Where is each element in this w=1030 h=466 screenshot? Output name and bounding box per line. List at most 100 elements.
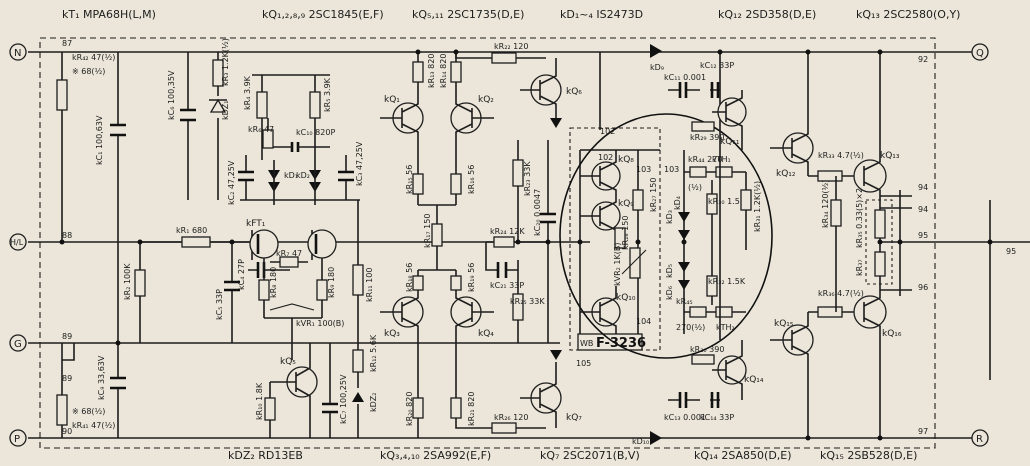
label-kq8: kQ₈ (618, 155, 634, 165)
zener-kdz2[interactable] (352, 392, 364, 402)
resistor-kr14[interactable] (450, 61, 462, 83)
resistor-kr34[interactable] (830, 199, 842, 227)
capacitor-kc13[interactable] (678, 392, 688, 408)
diode-kd4[interactable] (678, 230, 690, 240)
node-89b: 89 (62, 374, 72, 383)
resistor-kr7[interactable] (279, 256, 299, 268)
capacitor-kc5[interactable] (224, 280, 240, 292)
capacitor-kc3[interactable] (338, 170, 354, 182)
capacitor-kc20[interactable] (540, 212, 556, 224)
capacitor-kc11[interactable] (678, 82, 688, 98)
diode-kd10[interactable] (650, 431, 662, 445)
resistor-kr12[interactable] (352, 349, 364, 373)
resistor-kr42[interactable] (56, 79, 68, 111)
resistor-kr27[interactable] (632, 189, 644, 211)
capacitor-kc21[interactable] (496, 262, 508, 278)
resistor-kr5[interactable] (309, 91, 321, 119)
pot-kvr2[interactable] (629, 247, 641, 279)
resistor-kr23[interactable] (512, 159, 524, 187)
resistor-kr15[interactable] (412, 173, 424, 195)
resistor-kr13[interactable] (412, 61, 424, 83)
resistor-kr2[interactable] (134, 269, 146, 297)
capacitor-kc2[interactable] (238, 170, 254, 182)
resistor-kr16[interactable] (450, 173, 462, 195)
capacitor-kc12[interactable] (710, 82, 720, 98)
resistor-kr18[interactable] (412, 275, 424, 291)
capacitor-kc1[interactable] (110, 123, 126, 137)
capacitor-kc7[interactable] (322, 402, 338, 414)
resistor-kr36[interactable] (817, 306, 843, 318)
resistor-kr8[interactable] (258, 279, 270, 301)
label-kr45b: 270(½) (676, 323, 705, 332)
resistor-kr41[interactable] (56, 394, 68, 426)
diode-kd7[interactable] (550, 118, 562, 128)
resistor-kr45[interactable] (689, 306, 707, 318)
resistor-kr1[interactable] (181, 236, 211, 248)
resistor-kr3[interactable] (212, 59, 224, 87)
diode-kd3[interactable] (678, 212, 690, 222)
resistor-kr19[interactable] (450, 275, 462, 291)
jfet-kft1-b[interactable] (307, 229, 337, 259)
capacitor-kc14[interactable] (710, 392, 720, 408)
label-kq15: kQ₁₅ (774, 319, 794, 329)
diode-kd9[interactable] (650, 44, 662, 58)
resistor-kr17[interactable] (431, 223, 443, 247)
label-kc3: kC₃ 47,25V (355, 141, 364, 186)
terminal-r[interactable] (971, 429, 989, 447)
resistor-kr29[interactable] (691, 121, 715, 132)
resistor-kr28[interactable] (614, 227, 626, 249)
resistor-kr10[interactable] (264, 397, 276, 421)
label-kr28: kR₂₈ 150 (621, 216, 630, 250)
resistor-kr25[interactable] (512, 293, 524, 321)
transistor-kq13[interactable] (853, 159, 887, 193)
capacitor-kc4[interactable] (256, 262, 266, 278)
diode-kd6[interactable] (678, 280, 690, 290)
resistor-kr11[interactable] (352, 264, 364, 296)
terminal-hl[interactable] (9, 233, 27, 251)
resistor-kr20[interactable] (412, 397, 424, 419)
wire-kr20-kr21 (417, 390, 546, 438)
transistor-kq16[interactable] (853, 295, 887, 329)
resistor-kr35[interactable] (874, 209, 886, 239)
node-89: 89 (62, 332, 72, 341)
capacitor-kc10[interactable] (290, 142, 300, 152)
terminal-g[interactable] (9, 334, 27, 352)
resistor-kr37[interactable] (874, 251, 886, 277)
resistor-kr22[interactable] (491, 52, 517, 64)
resistor-kr26[interactable] (491, 422, 517, 434)
pot-kvr1-wiper[interactable] (269, 303, 315, 311)
resistor-kr30-low[interactable] (691, 354, 715, 365)
resistor-kr21[interactable] (450, 397, 462, 419)
terminal-n[interactable] (9, 43, 27, 61)
capacitor-kc9[interactable] (110, 376, 126, 390)
diode-kd5[interactable] (678, 262, 690, 272)
resistor-kr4[interactable] (256, 91, 268, 119)
resistor-kr31[interactable] (740, 189, 752, 211)
label-kr27: kR₂₇ 150 (649, 178, 658, 212)
resistor-kr9[interactable] (316, 279, 328, 301)
resistor-kr44[interactable] (689, 166, 707, 178)
capacitor-kc6[interactable] (180, 108, 196, 122)
wire-kr18-kr19 (417, 269, 457, 276)
zener-kdz1[interactable] (209, 98, 227, 113)
node-95a: 95 (918, 231, 928, 240)
resistor-kr30[interactable] (706, 193, 718, 215)
diode-kd8[interactable] (550, 350, 562, 360)
label-kr23: kR₂₃ 33K (523, 161, 532, 196)
label-kr31: kR₃₁ 1.2K(½) (753, 181, 762, 232)
kq5-leads (270, 343, 311, 438)
resistor-kr6[interactable] (262, 129, 274, 149)
terminal-q[interactable] (971, 43, 989, 61)
kq9-leads (580, 200, 617, 242)
resistor-kr33[interactable] (817, 170, 843, 182)
thermistor-kth1[interactable] (715, 166, 733, 178)
node-97: 97 (918, 427, 928, 436)
jfet-kft1-a[interactable] (249, 229, 279, 259)
wire-diode-bus (240, 160, 360, 205)
resistor-kr32[interactable] (706, 275, 718, 297)
resistor-kr24[interactable] (493, 236, 515, 248)
thermistor-kth2[interactable] (715, 306, 733, 318)
terminal-p[interactable] (9, 429, 27, 447)
label-kd3: kD₃ (665, 210, 674, 224)
label-kc4: kC₄ 27P (237, 259, 246, 290)
